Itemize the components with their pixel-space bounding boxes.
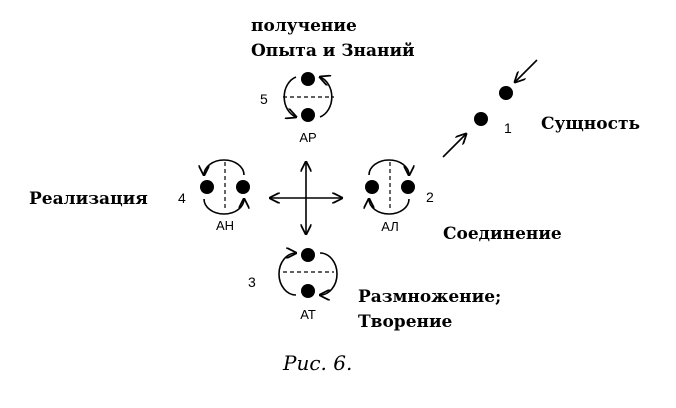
- node-5-label-line2: Опыта и Знаний: [251, 41, 415, 61]
- node-4-right-dot: [236, 180, 250, 194]
- node-1-lower-dot: [474, 112, 488, 126]
- node-4-left-dot: [200, 180, 214, 194]
- node-3-top-dot: [301, 248, 315, 262]
- node-3-left-rotation-arrow: [278, 253, 296, 296]
- node-1-label: Сущность: [541, 114, 640, 134]
- node-2-code: АЛ: [381, 219, 399, 234]
- node-1-incoming-arrow: [515, 59, 538, 82]
- node-5-bottom-dot: [301, 108, 315, 122]
- node-4-code: АН: [216, 218, 234, 233]
- node-5-left-rotation-arrow: [283, 76, 296, 117]
- node-4-top-rotation-arrow: [204, 159, 245, 175]
- node-3-right-rotation-arrow: [320, 252, 338, 295]
- node-3-label-line2: Творение: [358, 312, 453, 332]
- node-2-number: 2: [426, 189, 434, 205]
- node-5-label-line1: получение: [251, 16, 357, 36]
- node-2-left-dot: [365, 180, 379, 194]
- node-3-number: 3: [248, 274, 256, 290]
- node-1-essence: 1 Сущность: [442, 59, 640, 158]
- node-5-code: АР: [299, 130, 316, 145]
- node-1-number: 1: [504, 120, 512, 136]
- node-3-at: 3 АТ Размножение; Творение: [248, 248, 501, 332]
- node-2-al: 2 АЛ Соединение: [365, 159, 562, 244]
- node-5-number: 5: [260, 91, 268, 107]
- node-4-bottom-rotation-arrow: [203, 199, 244, 215]
- node-4-an: 4 АН Реализация: [29, 159, 250, 233]
- node-2-right-dot: [401, 180, 415, 194]
- node-2-bottom-rotation-arrow: [369, 199, 410, 215]
- node-4-label: Реализация: [29, 189, 148, 209]
- node-5-top-dot: [301, 72, 315, 86]
- figure-caption: Рис. 6.: [282, 351, 352, 375]
- node-2-top-rotation-arrow: [368, 159, 409, 175]
- node-1-upper-dot: [499, 86, 513, 100]
- node-4-number: 4: [178, 190, 186, 206]
- center-cross-arrow: [270, 162, 342, 234]
- node-3-label-line1: Размножение;: [358, 287, 501, 307]
- node-5-right-rotation-arrow: [320, 77, 333, 118]
- node-1-outgoing-arrow: [442, 134, 466, 158]
- node-2-label: Соединение: [443, 224, 562, 244]
- node-3-bottom-dot: [301, 284, 315, 298]
- node-3-code: АТ: [300, 307, 316, 322]
- node-5-ar: 5 АР получение Опыта и Знаний: [251, 16, 415, 145]
